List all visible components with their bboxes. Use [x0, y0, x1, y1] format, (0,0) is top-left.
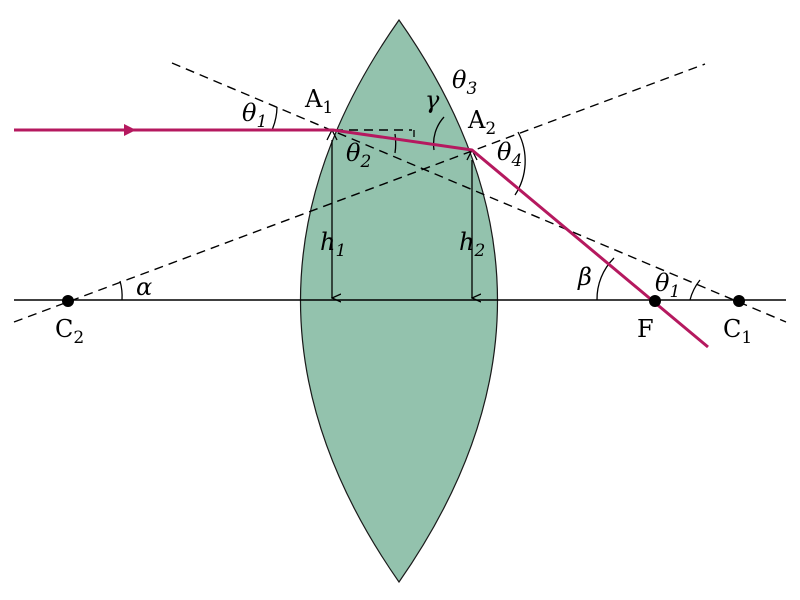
alpha-arc [119, 280, 123, 301]
label-gamma: γ [425, 86, 440, 114]
label-f: F [637, 315, 654, 343]
theta1-arc-left [271, 106, 278, 131]
point-c1 [733, 295, 745, 307]
label-beta: β [577, 263, 592, 291]
label-theta2: θ2 [346, 139, 371, 172]
normal-line-through-a2-c2 [13, 63, 706, 323]
label-h2: h2 [459, 228, 485, 261]
label-a1: A1 [304, 85, 333, 118]
light-ray [14, 128, 709, 349]
ray-direction-arrow [124, 124, 136, 136]
label-theta1-right: θ1 [655, 269, 680, 302]
label-h1: h1 [320, 228, 346, 261]
label-theta1-left: θ1 [242, 99, 267, 132]
label-alpha: α [136, 273, 152, 301]
label-a2: A2 [467, 106, 496, 139]
label-theta4: θ4 [497, 138, 522, 171]
point-f [649, 295, 661, 307]
theta2-arc [394, 133, 397, 154]
point-c2 [62, 295, 74, 307]
theta1-arc-right [689, 279, 701, 301]
theta3-arc [432, 116, 445, 151]
label-c2: C2 [55, 315, 84, 348]
normal-line-through-a1-c1 [171, 62, 787, 323]
label-theta3: θ3 [452, 66, 477, 99]
beta-arc [596, 257, 615, 301]
label-c1: C1 [723, 315, 752, 348]
biconvex-lens [299, 18, 499, 584]
